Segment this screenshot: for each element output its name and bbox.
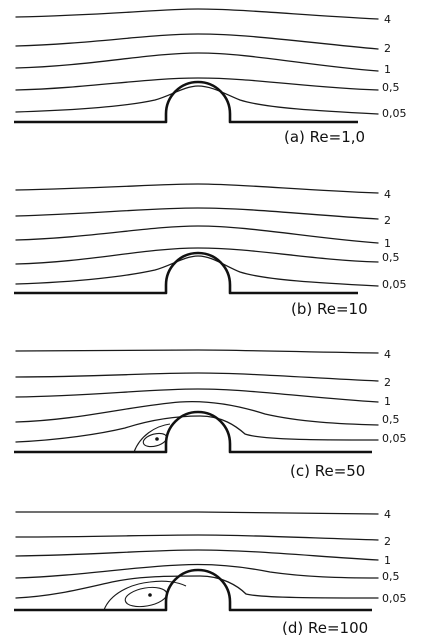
level-label: 0,5: [382, 81, 400, 94]
wall-with-bump: [14, 251, 358, 295]
wall-with-bump: [14, 568, 372, 612]
level-label: 4: [384, 348, 391, 361]
eddy-loop: [124, 586, 168, 608]
level-label: 1: [384, 63, 391, 76]
streamline: [15, 415, 379, 443]
separation-bubble: [103, 580, 187, 611]
streamline: [15, 207, 379, 220]
panel-d: 4 2 1 0,5 0,05 (d) Re=100: [14, 508, 407, 637]
streamline: [15, 183, 379, 194]
level-label: 4: [384, 13, 391, 26]
level-label: 1: [384, 554, 391, 567]
panel-caption: (a) Re=1,0: [284, 128, 365, 146]
level-label: 2: [384, 214, 391, 227]
eddy-loop: [142, 432, 168, 448]
streamline: [15, 563, 379, 579]
wall-with-bump: [14, 410, 372, 454]
level-label: 0,5: [382, 570, 400, 583]
level-label: 0,05: [382, 432, 407, 445]
streamline: [15, 534, 379, 541]
streamline: [15, 85, 379, 115]
streamline: [15, 52, 379, 72]
streamline: [15, 255, 379, 287]
panel-a: 4 2 1 0,5 0,05 (a) Re=1,0: [14, 8, 407, 146]
panel-caption: (b) Re=10: [291, 300, 368, 318]
level-label: 2: [384, 42, 391, 55]
level-label: 2: [384, 535, 391, 548]
panel-caption: (c) Re=50: [290, 462, 365, 480]
streamline: [15, 388, 379, 403]
level-label: 2: [384, 376, 391, 389]
level-label: 0,5: [382, 413, 400, 426]
level-label: 0,05: [382, 592, 407, 605]
streamline: [15, 77, 379, 91]
streamline: [15, 247, 379, 265]
panel-b: 4 2 1 0,5 0,05 (b) Re=10: [14, 183, 407, 318]
level-label: 4: [384, 508, 391, 521]
level-label: 0,5: [382, 251, 400, 264]
streamline: [15, 225, 379, 244]
level-label: 0,05: [382, 107, 407, 120]
streamline: [15, 33, 379, 50]
streamline: [15, 511, 379, 515]
streamline: [15, 349, 379, 354]
wall-with-bump: [14, 80, 358, 124]
level-label: 1: [384, 395, 391, 408]
panel-c: 4 2 1 0,5 0,05 (c) Re=50: [14, 348, 407, 480]
eddy-center-dot: [148, 593, 152, 597]
streamline: [15, 8, 379, 20]
level-label: 4: [384, 188, 391, 201]
eddy-center-dot: [155, 437, 159, 441]
streamline: [15, 575, 379, 599]
streamline: [15, 372, 379, 382]
panel-caption: (d) Re=100: [282, 619, 368, 637]
level-label: 1: [384, 237, 391, 250]
streamline: [15, 549, 379, 561]
level-label: 0,05: [382, 278, 407, 291]
streamline: [15, 400, 379, 426]
separation-bubble: [133, 423, 171, 453]
